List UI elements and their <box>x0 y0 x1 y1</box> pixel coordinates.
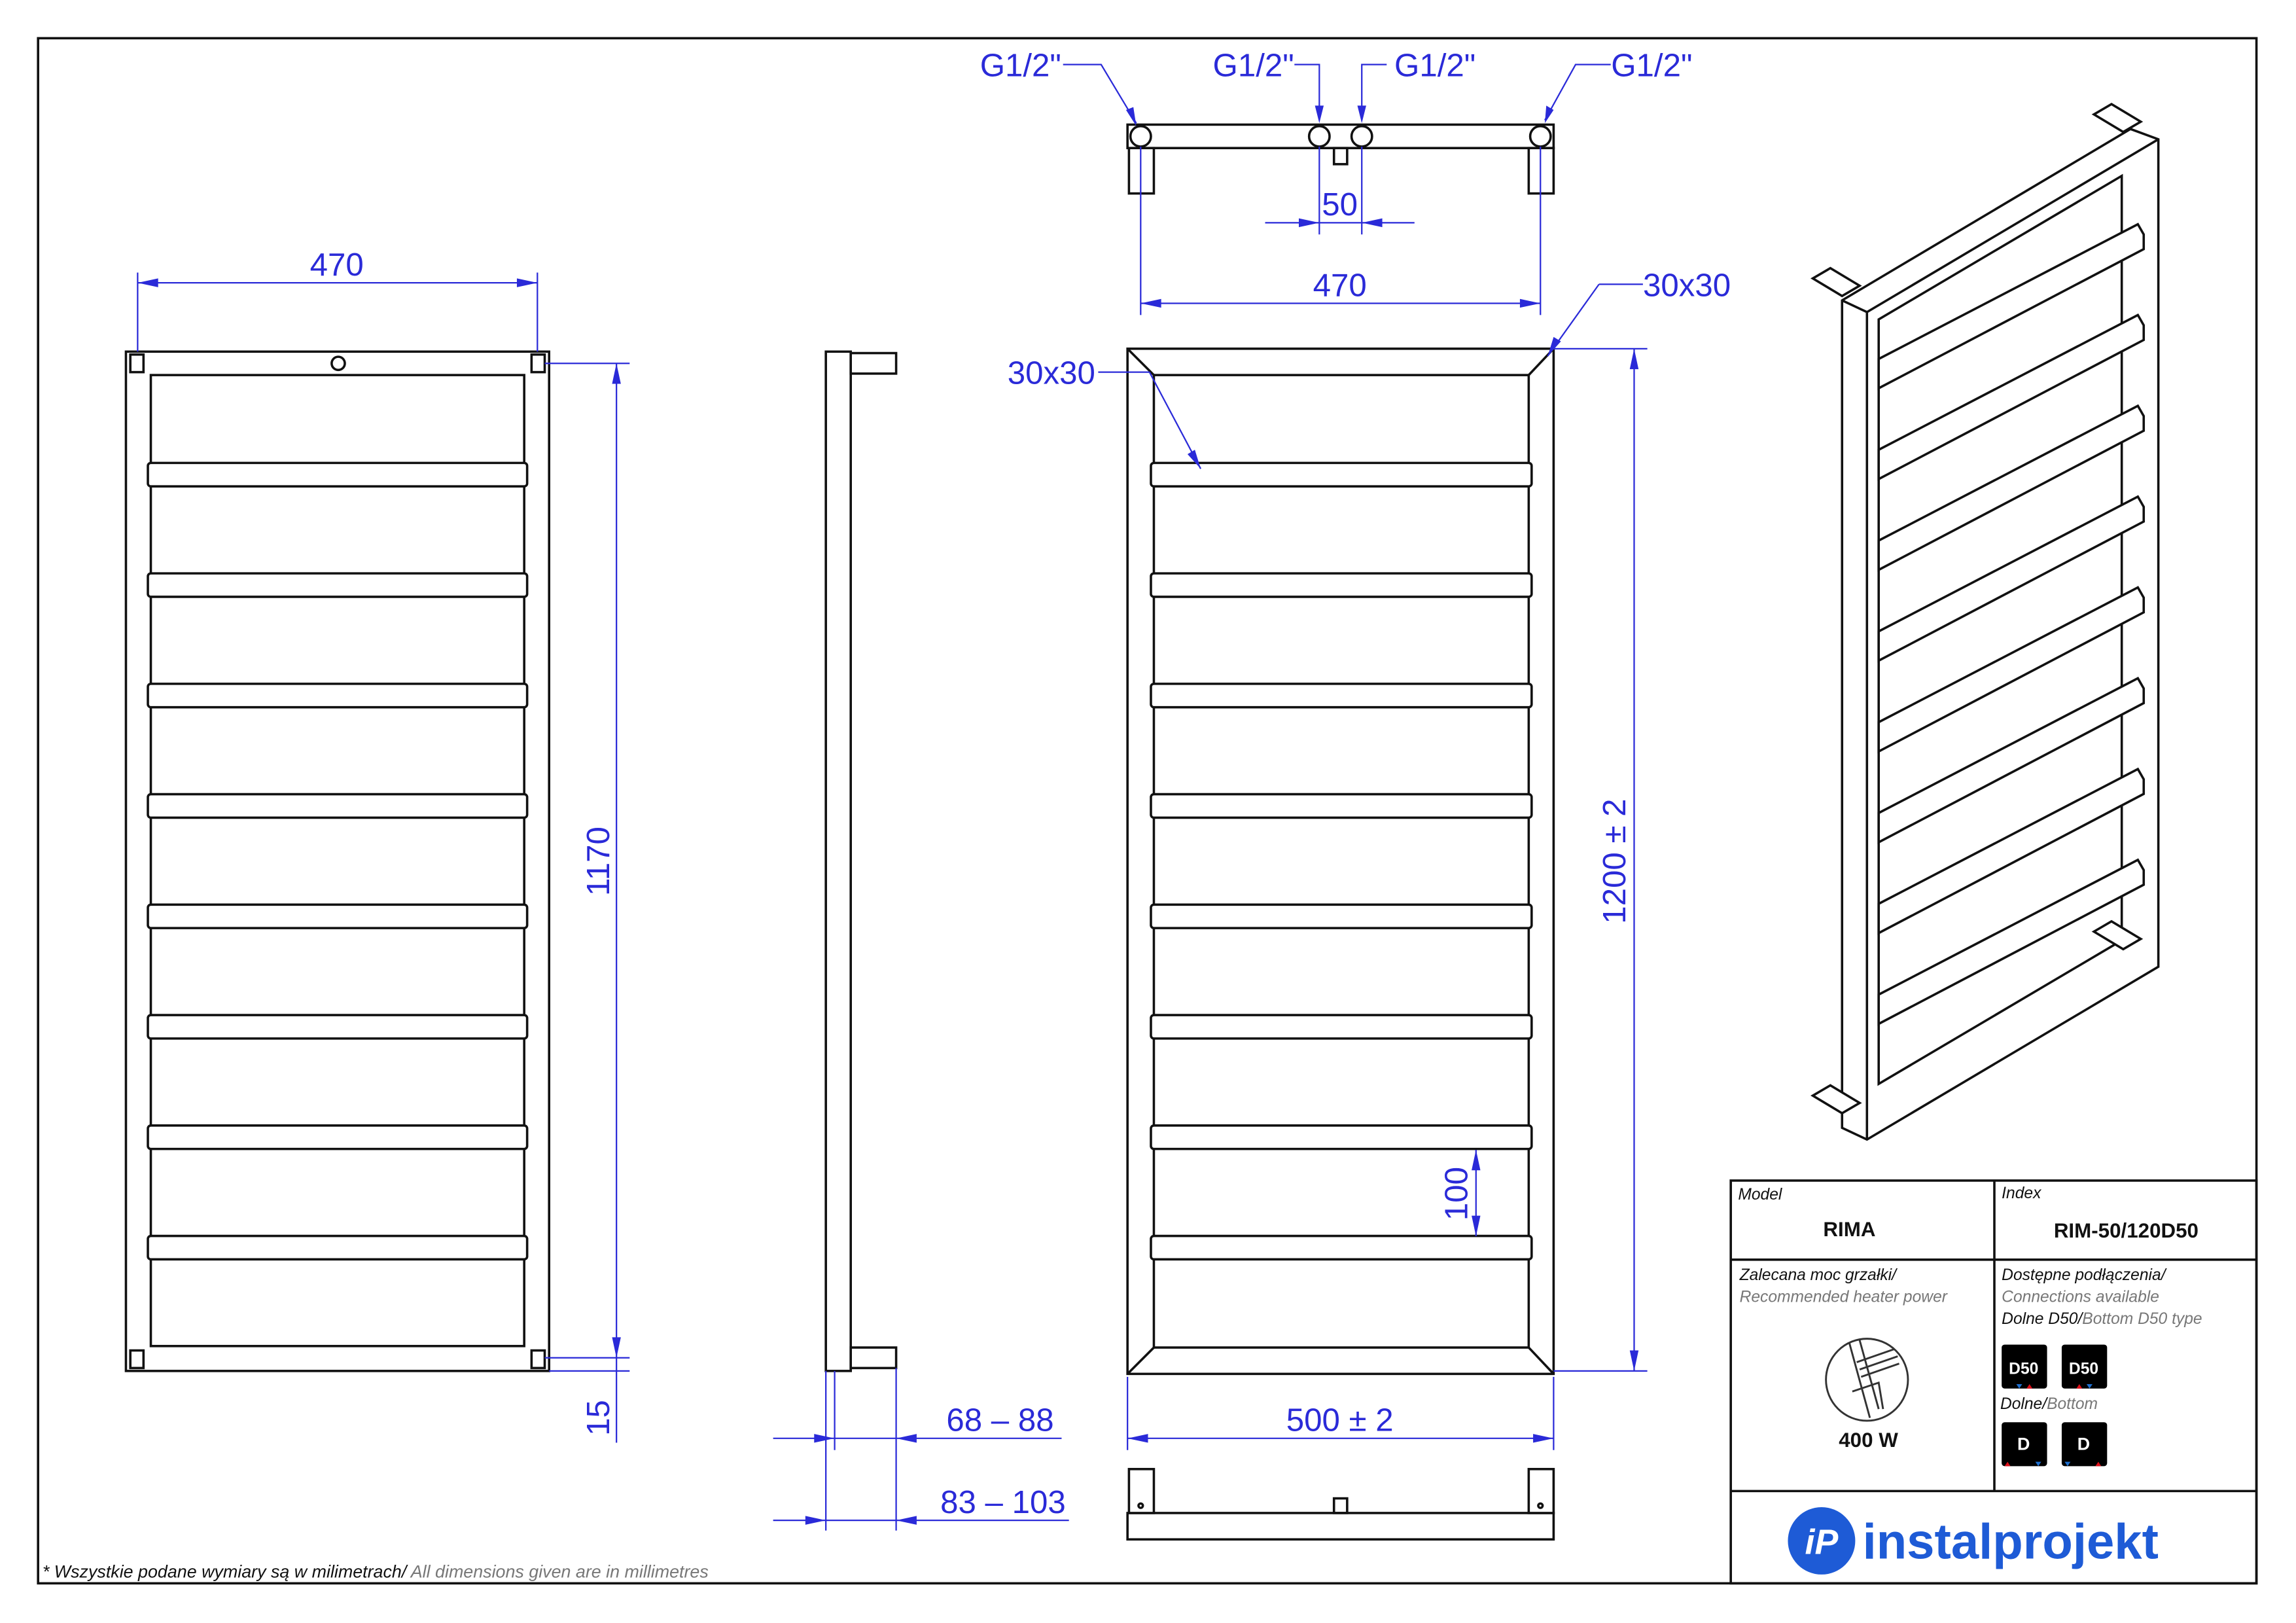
dim-top-width: 470 <box>1313 267 1367 303</box>
label-connection-3: G1/2" <box>1394 48 1475 84</box>
power-label-en: Recommended heater power <box>1740 1289 1949 1306</box>
main-view <box>1126 348 1555 1376</box>
dim-total-height: 1200 ± 2 <box>1597 798 1633 923</box>
vent-plug-icon <box>330 355 346 372</box>
rung <box>147 683 529 709</box>
index-label: Index <box>2002 1185 2042 1202</box>
rung <box>147 572 529 598</box>
rung <box>147 1014 529 1040</box>
svg-text:D50: D50 <box>2009 1360 2038 1378</box>
rung <box>1877 495 2146 663</box>
rung <box>147 793 529 819</box>
rung <box>1877 313 2146 481</box>
connections-label-pl: Dostępne podłączenia/ <box>2002 1266 2167 1284</box>
d-badge-1: D <box>2002 1422 2047 1467</box>
rung <box>1877 223 2146 391</box>
label-connection-1: G1/2" <box>980 48 1061 84</box>
front-dimensions: 470 1170 15 <box>137 247 630 1443</box>
dim-depth-2: 83 – 103 <box>940 1484 1066 1520</box>
rung <box>1150 461 1533 488</box>
rung <box>1877 676 2146 844</box>
dim-depth-1: 68 – 88 <box>946 1402 1053 1438</box>
rung <box>1150 683 1533 709</box>
rung <box>147 903 529 929</box>
dim-profile-1: 30x30 <box>1008 355 1095 391</box>
side-view: 68 – 88 83 – 103 <box>773 350 1069 1531</box>
front-view <box>124 350 550 1372</box>
rung <box>1877 586 2146 754</box>
rung <box>1877 858 2146 1026</box>
dim-front-height: 1170 <box>580 827 616 896</box>
svg-text:D: D <box>2077 1435 2090 1454</box>
rung <box>1150 1234 1533 1261</box>
rung <box>147 461 529 488</box>
rung <box>1150 903 1533 929</box>
power-value: 400 W <box>1839 1429 1898 1452</box>
d50-badge-2: D50 <box>2061 1344 2108 1389</box>
isometric-view <box>1810 103 2160 1141</box>
dim-connection-spacing: 50 <box>1322 187 1358 223</box>
d-badge-2: D <box>2061 1422 2108 1467</box>
top-view: 470 50 G1/2" G1/2" G1/2" G1/2" <box>980 48 1692 315</box>
dim-bottom-offset: 15 <box>580 1400 616 1436</box>
rung <box>1877 404 2146 572</box>
dim-rung-spacing: 100 <box>1438 1167 1474 1221</box>
connections-label-en: Connections available <box>2002 1289 2159 1306</box>
label-connection-4: G1/2" <box>1611 48 1692 84</box>
rung <box>1150 1014 1533 1040</box>
svg-text:D50: D50 <box>2069 1360 2098 1378</box>
rung <box>147 1234 529 1261</box>
label-connection-2: G1/2" <box>1213 48 1294 84</box>
model-label: Model <box>1738 1186 1783 1204</box>
rung <box>147 1124 529 1150</box>
heater-icon <box>1825 1338 1909 1422</box>
svg-text:iP: iP <box>1805 1523 1839 1562</box>
rung <box>1150 1124 1533 1150</box>
brand-logo: iP instalprojekt <box>1788 1507 2159 1575</box>
rung <box>1150 793 1533 819</box>
dim-total-width: 500 ± 2 <box>1286 1402 1394 1438</box>
dim-profile-2: 30x30 <box>1643 267 1731 303</box>
bottom-label: Dolne/Bottom <box>2000 1395 2098 1413</box>
dim-front-width: 470 <box>310 247 364 283</box>
svg-text:D: D <box>2017 1435 2030 1454</box>
model-value: RIMA <box>1823 1218 1875 1241</box>
rung <box>1150 572 1533 598</box>
sheet-border <box>37 37 2258 1585</box>
main-dimensions: 1200 ± 2 500 ± 2 100 30x30 30x30 <box>1008 267 1731 1450</box>
bottom-view <box>1126 1468 1555 1541</box>
brand-name: instalprojekt <box>1863 1514 2159 1569</box>
d50-label: Dolne D50/Bottom D50 type <box>2002 1310 2202 1328</box>
rung <box>1877 767 2146 935</box>
footnote: * Wszystkie podane wymiary są w milimetr… <box>43 1561 709 1581</box>
d50-badge-1: D50 <box>2002 1344 2047 1389</box>
title-block: Model RIMA Index RIM-50/120D50 Zalecana … <box>1729 1179 2258 1585</box>
index-value: RIM-50/120D50 <box>2054 1219 2199 1242</box>
power-label-pl: Zalecana moc grzałki/ <box>1739 1266 1898 1284</box>
